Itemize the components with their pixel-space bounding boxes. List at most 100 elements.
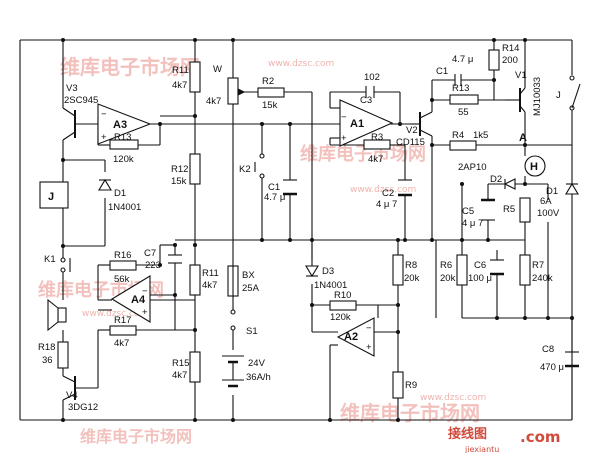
- switch-k1-contact-bottom: [60, 267, 66, 273]
- corner-watermark: 接线图: [448, 426, 487, 442]
- label-c6: C6: [474, 260, 486, 271]
- label-r8-val: 20k: [404, 273, 420, 284]
- transistor-v4-emitter: [62, 393, 76, 401]
- corner-watermark-url: jiexiantu: [464, 445, 499, 453]
- label-c5-val: 4 μ 7: [462, 218, 483, 229]
- switch-k1-contact-top: [60, 257, 66, 263]
- a3-minus: −: [101, 109, 107, 120]
- op-amp-a1: [339, 99, 394, 147]
- label-r9: R9: [405, 380, 417, 391]
- label-r7: R7: [532, 260, 544, 271]
- resistor-r15: [189, 351, 201, 383]
- resistor-r8: [392, 254, 404, 286]
- label-s1: S1: [246, 326, 258, 337]
- resistor-r18: [57, 341, 69, 369]
- transistors: [62, 87, 526, 401]
- label-r11-top: R11: [172, 65, 189, 76]
- label-battery-voltage: 24V: [248, 358, 266, 369]
- label-v3: V3: [66, 83, 78, 94]
- diode-d3: [305, 265, 319, 278]
- label-r2-val: 15k: [262, 100, 278, 111]
- label-c5: C5: [462, 206, 474, 217]
- switch-k2-contact-top: [259, 153, 265, 159]
- a2-plus: +: [366, 342, 372, 353]
- label-r11-bottom: R11: [202, 268, 219, 279]
- potentiometer-wiper: [237, 88, 246, 96]
- label-r10: R10: [334, 290, 351, 301]
- label-c8: C8: [542, 344, 554, 355]
- resistor-r4: [449, 140, 477, 151]
- label-c1-top-val: 4.7 μ: [452, 54, 473, 65]
- transistor-v1-collector: [519, 87, 526, 95]
- switch-s1-contact-top: [230, 309, 236, 315]
- label-bx: BX: [242, 270, 255, 281]
- switch-j-contact-top: [569, 75, 575, 81]
- other-components: [39, 75, 581, 388]
- watermark-url-top: www.dzsc.com: [268, 59, 334, 69]
- label-a3: A3: [113, 119, 127, 131]
- label-j-switch: J: [556, 90, 561, 101]
- label-r6: R6: [440, 260, 452, 271]
- resistor-r12: [189, 153, 201, 185]
- watermark-url-bottom: www.dzsc.com: [420, 393, 486, 403]
- label-lamp-h: H: [530, 161, 538, 173]
- op-amp-a3: [97, 103, 152, 145]
- a3-plus: +: [101, 132, 107, 143]
- label-r18: R18: [38, 342, 55, 353]
- watermark-text-top: 维库电子市场网: [60, 55, 200, 79]
- op-amp-a2: [336, 317, 375, 357]
- resistor-r14: [488, 49, 500, 71]
- label-c6-val: 100 μ: [468, 273, 492, 284]
- switch-k2-contact-bottom: [259, 173, 265, 179]
- resistor-r9: [392, 371, 404, 399]
- resistors: [57, 49, 531, 399]
- label-c3-value: 102: [364, 72, 380, 83]
- label-c8-val: 470 μ: [540, 362, 564, 373]
- label-r13-55-val: 55: [458, 107, 469, 118]
- resistor-r13-a3: [109, 139, 139, 150]
- component-labels: V3 2SC945 R11 4k7 W 4k7 R2 15k 102 C3 4.…: [38, 43, 564, 413]
- watermark-text-bottom: 维库电子市场网: [340, 401, 480, 425]
- label-v4: V4: [66, 390, 78, 401]
- resistor-r11-top: [189, 61, 201, 93]
- transistor-v3-collector: [62, 107, 76, 117]
- resistor-r5: [519, 197, 531, 223]
- diodes: [98, 178, 579, 278]
- label-r5: R5: [503, 204, 515, 215]
- a2-minus: −: [366, 323, 372, 334]
- diode-d1-relay: [98, 178, 112, 191]
- label-d3-type: 1N4001: [314, 280, 347, 291]
- label-r10-val: 120k: [330, 312, 351, 323]
- label-d2-type: 2AP10: [458, 162, 487, 173]
- label-c3: C3: [360, 95, 372, 106]
- resistor-r7: [519, 254, 531, 286]
- op-amp-a4: [110, 275, 151, 323]
- label-r5-val: 6A: [540, 196, 552, 207]
- transistor-v4-collector: [62, 375, 76, 383]
- label-r17-val: 4k7: [114, 338, 129, 349]
- label-v3-type: 2SC945: [64, 95, 98, 106]
- speaker-icon: [47, 298, 59, 332]
- label-r11-bottom-val: 4k7: [202, 280, 217, 291]
- label-c1-mid: C1: [268, 182, 280, 193]
- label-r5-voltage: 100V: [537, 208, 560, 219]
- label-r16: R16: [114, 250, 131, 261]
- label-r7-val: 240k: [532, 273, 553, 284]
- label-c2: C2: [382, 188, 394, 199]
- a4-minus: −: [142, 286, 148, 297]
- label-r15: R15: [172, 358, 189, 369]
- label-v2-type: CD115: [396, 137, 425, 148]
- switch-s1-contact-bottom: [230, 325, 236, 331]
- resistor-r13-55: [449, 94, 479, 105]
- label-w-val: 4k7: [206, 96, 221, 107]
- watermark-url-left: www.dzsc.com: [82, 309, 148, 319]
- label-r14: R14: [502, 43, 519, 54]
- label-r3: R3: [371, 132, 383, 143]
- label-r4-val: 1k5: [473, 130, 488, 141]
- label-w: W: [213, 64, 222, 75]
- speaker-body: [57, 307, 67, 323]
- diode-d2: [503, 178, 516, 190]
- label-r18-val: 36: [42, 355, 53, 366]
- label-r13-a3: R13: [114, 132, 131, 143]
